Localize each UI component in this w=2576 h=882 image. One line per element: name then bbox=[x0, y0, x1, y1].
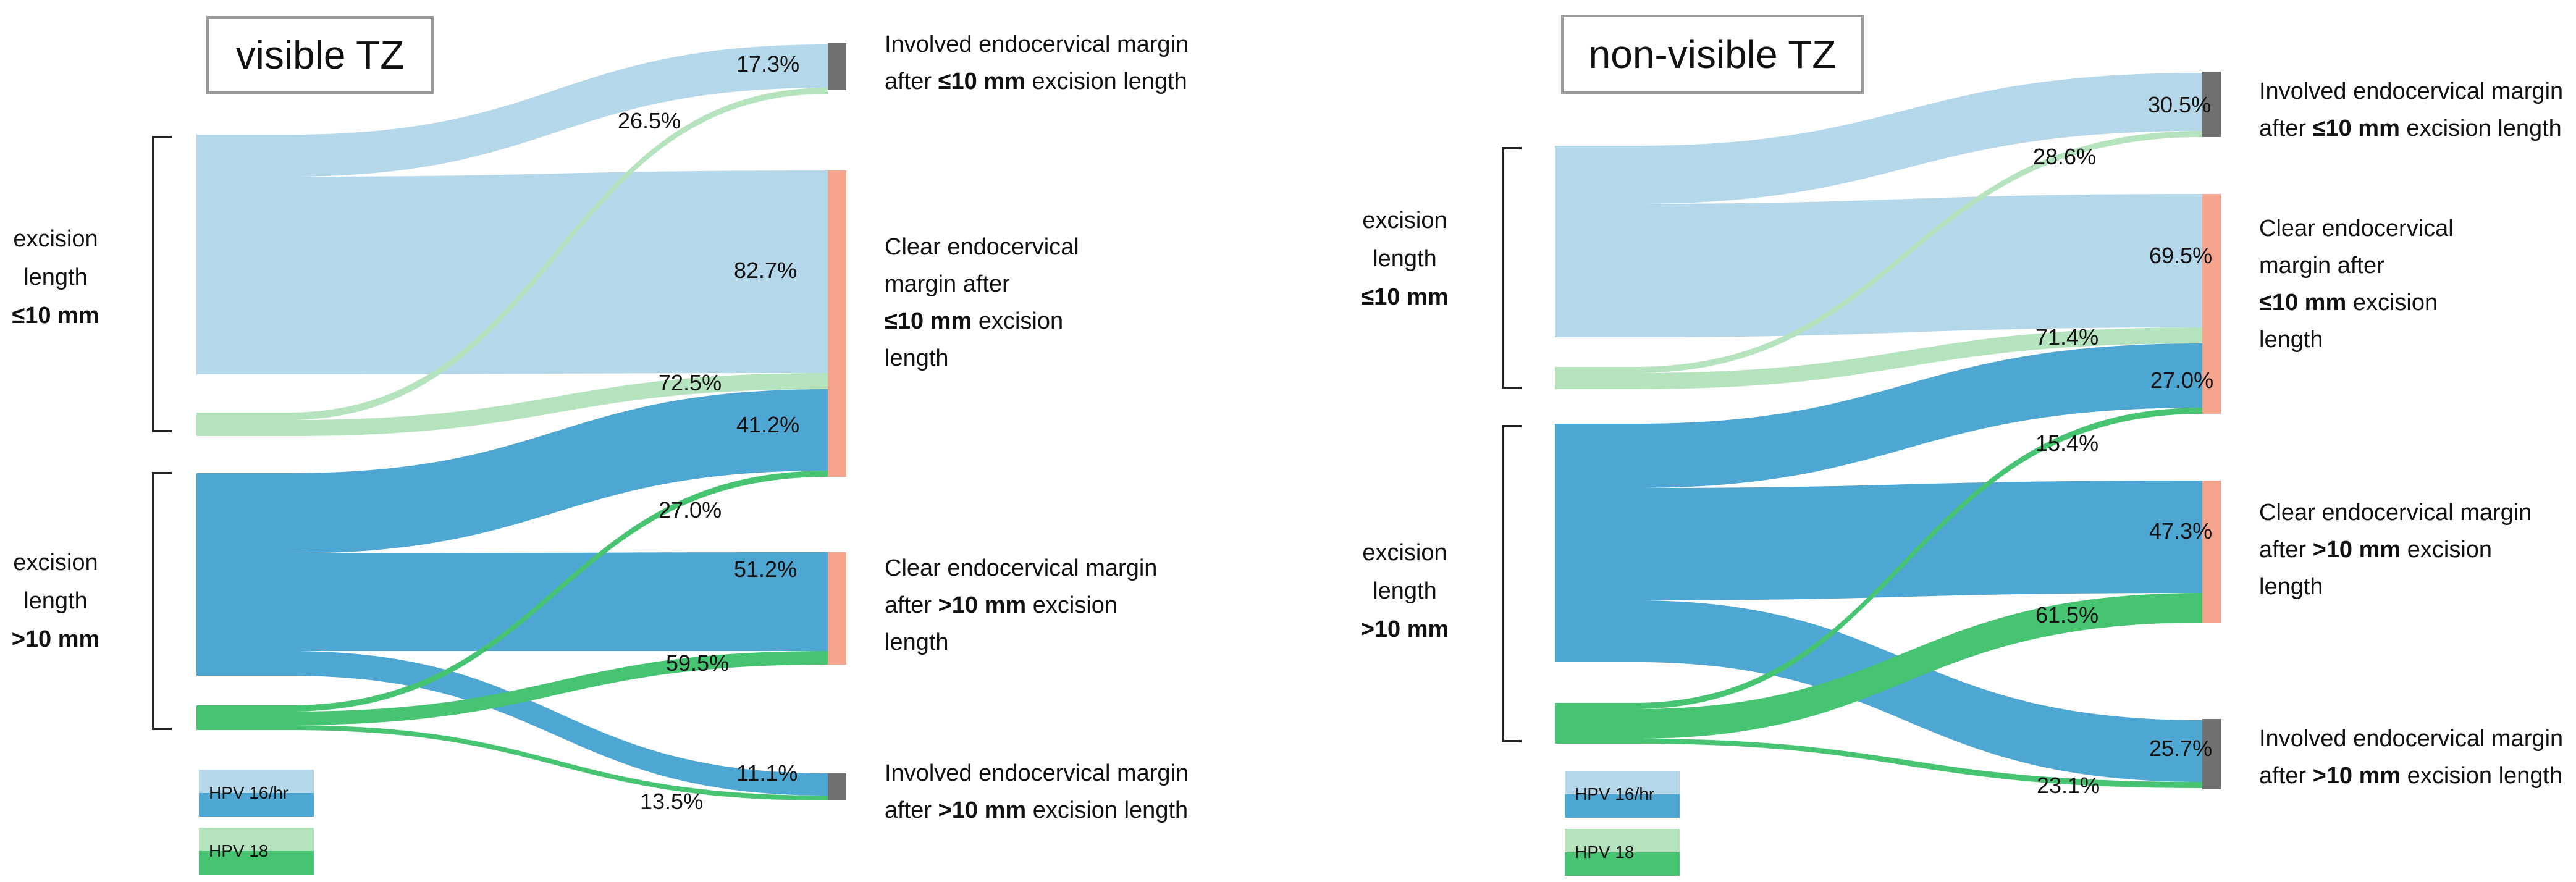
legend-hpv16: HPV 16/hr bbox=[199, 770, 314, 817]
node-label-involved-gt10: Involved endocervical margin after >10 m… bbox=[885, 760, 1189, 823]
flow-hpv18-le10-to-clear-le10 bbox=[1634, 327, 2202, 389]
node-label-involved-le10: Involved endocervical margin after ≤10 m… bbox=[2259, 78, 2564, 141]
node-label-clear-le10: Clear endocervical margin after ≤10 mm e… bbox=[2259, 216, 2454, 353]
legend-hpv18-label: HPV 18 bbox=[209, 841, 269, 860]
sankey-diagram-non-visible-tz bbox=[1502, 72, 2221, 789]
target-involved-le10 bbox=[2202, 72, 2221, 137]
group-label-gt10: excision length >10 mm bbox=[11, 550, 100, 652]
pct-hpv18-gt10-involved: 23.1% bbox=[2037, 773, 2100, 798]
flow-hpv18-gt10-to-clear-le10 bbox=[288, 471, 828, 712]
sankey-diagram-visible-tz bbox=[152, 43, 846, 800]
flow-hpv16-gt10-to-clear-gt10 bbox=[1634, 481, 2202, 600]
group-label-gt10: excision length >10 mm bbox=[1360, 540, 1449, 642]
pct-hpv16-gt10-clear-gt10: 51.2% bbox=[734, 556, 798, 582]
source-hpv16-gt10 bbox=[1555, 424, 1634, 662]
bracket-gt10 bbox=[152, 472, 172, 730]
source-hpv18-gt10 bbox=[1555, 703, 1634, 744]
node-label-involved-le10: Involved endocervical margin after ≤10 m… bbox=[885, 32, 1189, 94]
pct-hpv16-gt10-clear-le10: 27.0% bbox=[2150, 368, 2214, 393]
pct-hpv18-gt10-clear-le10: 15.4% bbox=[2035, 430, 2099, 456]
pct-hpv18-le10-clear: 72.5% bbox=[659, 370, 722, 395]
pct-hpv16-le10-involved: 17.3% bbox=[736, 51, 800, 77]
bracket-gt10 bbox=[1502, 425, 1522, 742]
flow-hpv16-le10-to-involved-le10 bbox=[288, 44, 828, 177]
target-involved-le10 bbox=[828, 43, 846, 90]
pct-hpv16-le10-clear: 69.5% bbox=[2149, 243, 2213, 268]
pct-hpv16-gt10-involved: 25.7% bbox=[2149, 736, 2213, 761]
bracket-le10 bbox=[152, 136, 172, 432]
flow-hpv16-gt10-to-clear-gt10 bbox=[288, 552, 828, 651]
flow-hpv18-gt10-to-involved-gt10 bbox=[1634, 739, 2202, 788]
pct-hpv18-gt10-clear-gt10: 61.5% bbox=[2035, 602, 2099, 628]
flow-hpv18-gt10-to-involved-gt10 bbox=[288, 725, 828, 800]
node-label-clear-gt10: Clear endocervical margin after >10 mm e… bbox=[2259, 500, 2532, 600]
flow-hpv18-le10-to-involved-le10 bbox=[288, 88, 828, 420]
legend-hpv16-label: HPV 16/hr bbox=[209, 783, 289, 802]
legend-hpv16-label: HPV 16/hr bbox=[1575, 784, 1655, 804]
panel-title: visible TZ bbox=[206, 16, 434, 94]
flow-hpv18-gt10-to-clear-gt10 bbox=[1634, 593, 2202, 739]
source-hpv16-le10 bbox=[196, 135, 288, 374]
panel-title-text: non-visible TZ bbox=[1588, 32, 1837, 77]
pct-hpv18-le10-involved: 26.5% bbox=[618, 108, 681, 133]
source-hpv18-le10 bbox=[1555, 367, 1634, 389]
pct-hpv16-le10-clear: 82.7% bbox=[734, 258, 798, 283]
target-clear-le10 bbox=[2202, 194, 2221, 414]
panel-visible-tz: visible TZ excision length ≤10 mm excisi… bbox=[11, 16, 1189, 875]
pct-hpv18-le10-clear: 71.4% bbox=[2035, 324, 2099, 350]
flow-hpv16-gt10-to-clear-le10 bbox=[288, 389, 828, 553]
pct-hpv16-le10-involved: 30.5% bbox=[2148, 92, 2212, 117]
group-label-le10: excision length ≤10 mm bbox=[1361, 208, 1449, 310]
target-clear-gt10 bbox=[828, 552, 846, 665]
flow-hpv16-le10-to-involved-le10 bbox=[1634, 73, 2202, 204]
flow-hpv16-gt10-to-involved-gt10 bbox=[288, 651, 828, 796]
flow-hpv16-le10-to-clear-le10 bbox=[288, 170, 828, 374]
legend-hpv18: HPV 18 bbox=[199, 828, 314, 875]
pct-hpv16-gt10-clear-le10: 41.2% bbox=[736, 412, 800, 437]
node-label-clear-le10: Clear endocervical margin after ≤10 mm e… bbox=[885, 234, 1079, 371]
target-clear-le10 bbox=[828, 170, 846, 477]
panel-title-text: visible TZ bbox=[235, 33, 405, 77]
source-hpv18-le10 bbox=[196, 413, 288, 436]
pct-hpv18-gt10-clear-le10: 27.0% bbox=[659, 497, 722, 523]
target-involved-gt10 bbox=[2202, 719, 2221, 789]
source-hpv16-le10 bbox=[1555, 146, 1634, 337]
pct-hpv18-gt10-clear-gt10: 59.5% bbox=[666, 650, 730, 676]
group-label-le10: excision length ≤10 mm bbox=[12, 226, 99, 329]
legend-hpv18: HPV 18 bbox=[1565, 829, 1680, 876]
flow-hpv18-gt10-to-clear-gt10 bbox=[288, 651, 828, 725]
target-involved-gt10 bbox=[828, 773, 846, 800]
panel-non-visible-tz: non-visible TZ excision length ≤10 mm ex… bbox=[1288, 0, 2576, 882]
flow-hpv16-gt10-to-involved-gt10 bbox=[1634, 600, 2202, 782]
legend-hpv16: HPV 16/hr bbox=[1565, 771, 1680, 818]
pct-hpv16-gt10-clear-gt10: 47.3% bbox=[2149, 518, 2213, 544]
flow-hpv18-le10-to-clear-le10 bbox=[288, 373, 828, 436]
pct-hpv16-gt10-involved: 11.1% bbox=[736, 760, 798, 786]
panel-title: non-visible TZ bbox=[1561, 15, 1864, 94]
pct-hpv18-gt10-involved: 13.5% bbox=[640, 789, 704, 814]
legend-hpv18-label: HPV 18 bbox=[1575, 842, 1635, 862]
flow-hpv16-gt10-to-clear-le10 bbox=[1634, 343, 2202, 488]
flow-hpv16-le10-to-clear-le10 bbox=[1634, 194, 2202, 337]
source-hpv16-gt10 bbox=[196, 473, 288, 676]
node-label-clear-gt10: Clear endocervical margin after >10 mm e… bbox=[885, 555, 1158, 655]
bracket-le10 bbox=[1502, 147, 1522, 389]
source-hpv18-gt10 bbox=[196, 705, 288, 730]
node-label-involved-gt10: Involved endocervical margin after >10 m… bbox=[2259, 726, 2564, 789]
target-clear-gt10 bbox=[2202, 481, 2221, 623]
pct-hpv18-le10-involved: 28.6% bbox=[2033, 144, 2097, 169]
